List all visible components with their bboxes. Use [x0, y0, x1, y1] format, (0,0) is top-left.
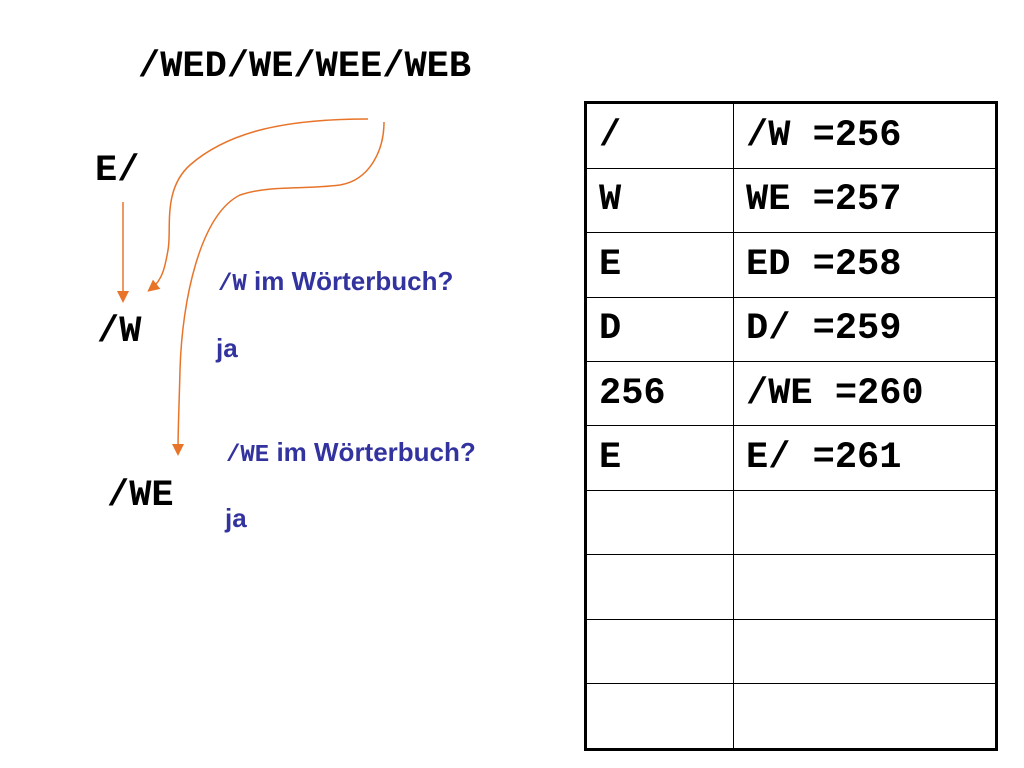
table-cell-input: [585, 489, 734, 556]
table-cell-entry: [733, 683, 997, 750]
table-cell-entry: [733, 489, 997, 556]
table-cell-entry: D/ =259: [733, 296, 997, 362]
token-e-slash: E/: [95, 150, 140, 192]
token-slash-we: /WE: [107, 475, 174, 517]
input-string: /WED/WE/WEE/WEB: [138, 46, 472, 88]
table-cell-entry: [733, 554, 997, 620]
table-row: //W =256: [585, 102, 997, 169]
arrow-string-to-w: [147, 118, 369, 292]
table-cell-input: 256: [585, 360, 734, 427]
table-row: [585, 618, 997, 685]
token-slash-w: /W: [97, 311, 142, 353]
question-1-code: /W: [218, 271, 247, 298]
table-row: [585, 683, 997, 750]
table-row: 256/WE =260: [585, 360, 997, 427]
table-row: [585, 554, 997, 620]
question-2: /WE im Wörterbuch?: [226, 437, 476, 469]
question-1-text: im Wörterbuch?: [254, 266, 454, 296]
table-cell-input: D: [585, 296, 734, 362]
table-cell-input: E: [585, 232, 734, 298]
table-cell-entry: WE =257: [733, 167, 997, 234]
table-cell-entry: E/ =261: [733, 425, 997, 491]
table-cell-input: /: [585, 102, 734, 169]
answer-2: ja: [225, 503, 247, 533]
arrow-string-to-we: [172, 121, 385, 456]
question-1: /W im Wörterbuch?: [218, 266, 453, 298]
question-2-code: /WE: [226, 442, 270, 469]
table-row: [585, 489, 997, 556]
table-cell-input: [585, 554, 734, 620]
table-cell-entry: [733, 618, 997, 685]
table-cell-input: [585, 618, 734, 685]
table-cell-input: E: [585, 425, 734, 491]
question-2-text: im Wörterbuch?: [276, 437, 476, 467]
table-cell-entry: /WE =260: [733, 360, 997, 427]
answer-1: ja: [216, 333, 238, 363]
table-cell-input: [585, 683, 734, 750]
table-cell-input: W: [585, 167, 734, 234]
table-cell-entry: ED =258: [733, 232, 997, 298]
table-cell-entry: /W =256: [733, 102, 997, 169]
